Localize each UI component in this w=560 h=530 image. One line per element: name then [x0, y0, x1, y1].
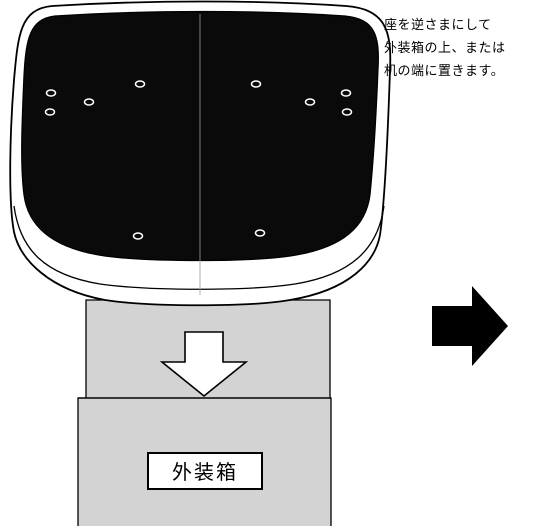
- screw-hole: [45, 89, 57, 97]
- instruction-line-3: 机の端に置きます。: [384, 64, 505, 79]
- screw-hole: [83, 98, 95, 106]
- screw-hole: [340, 89, 352, 97]
- screw-holes: [44, 80, 353, 240]
- seat: [9, 0, 392, 307]
- screw-hole: [341, 108, 353, 116]
- screw-hole: [254, 229, 266, 237]
- instruction-line-1: 座を逆さまにして: [384, 18, 492, 33]
- screw-hole: [134, 80, 146, 88]
- shipping-box: 外装箱: [77, 299, 332, 529]
- screw-hole: [132, 232, 144, 240]
- screw-hole: [250, 80, 262, 88]
- box-label-frame: [147, 452, 263, 490]
- instruction-line-2: 外装箱の上、または: [384, 41, 506, 56]
- screw-hole: [304, 98, 316, 106]
- down-arrow-icon: [159, 331, 249, 398]
- right-arrow-icon: [432, 286, 508, 366]
- box-label: 外装箱: [172, 460, 238, 484]
- screw-hole: [44, 108, 56, 116]
- seat-rim-line: [13, 205, 385, 290]
